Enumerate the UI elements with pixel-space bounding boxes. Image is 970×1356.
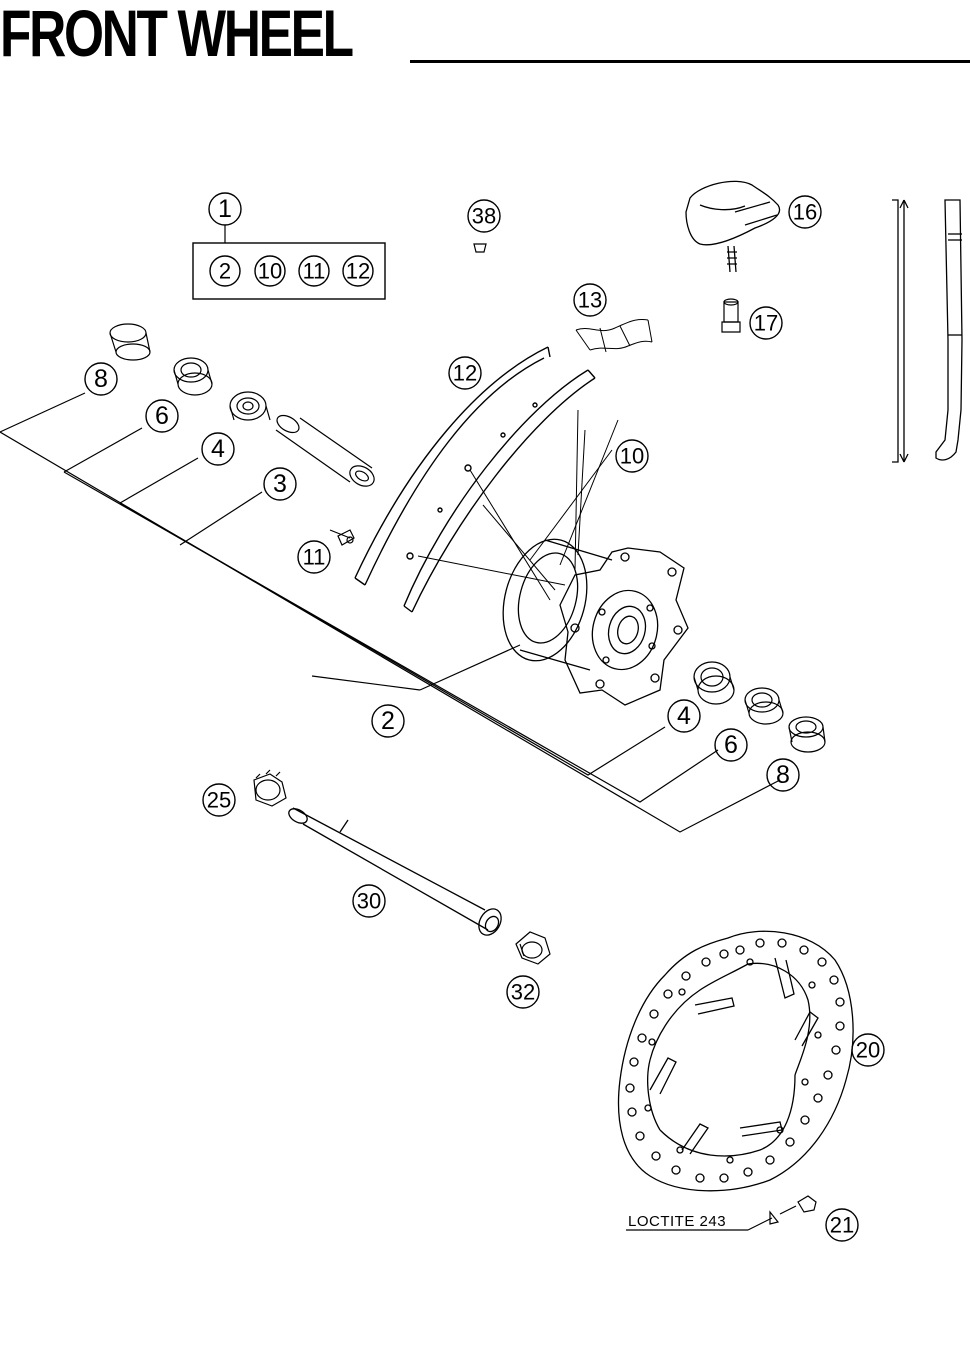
nipple-11: [337, 529, 355, 546]
callout-38: 38: [472, 204, 496, 229]
callout-8-left: 8: [94, 365, 108, 393]
kit-item-11: 11: [303, 259, 326, 284]
callout-12: 12: [453, 361, 477, 386]
callout-6-right: 6: [724, 731, 738, 759]
callout-6-left: 6: [155, 402, 169, 430]
callout-10: 10: [620, 444, 644, 469]
callout-8-right: 8: [776, 761, 790, 789]
callout-1: 1: [218, 195, 232, 223]
callout-16: 16: [793, 200, 817, 225]
callout-25: 25: [207, 788, 231, 813]
brake-disc-20: [617, 930, 854, 1192]
callout-3: 3: [273, 470, 287, 498]
kit-box: [192, 242, 386, 300]
axle-nut-25: [253, 769, 287, 807]
header: FRONT WHEEL: [0, 0, 970, 70]
loctite-note: LOCTITE 243: [628, 1213, 726, 1230]
screw-17: [721, 298, 741, 333]
distance-sleeve-3: [275, 414, 375, 487]
bearing-4-left: [229, 391, 271, 421]
disc-screw-21: [626, 1195, 817, 1231]
callout-4-left: 4: [211, 435, 225, 463]
kit-item-10: 10: [258, 259, 282, 284]
spacer-8-left: [109, 323, 151, 361]
spacer-6-left: [173, 357, 213, 396]
title-rule: [410, 60, 970, 63]
spacer-6-right: [744, 687, 784, 725]
callout-4-right: 4: [677, 702, 691, 730]
axle-nut-32: [515, 931, 551, 965]
callout-32: 32: [511, 980, 535, 1005]
axle-30: [288, 807, 502, 936]
valve-cap-38: [473, 243, 487, 253]
rim-12: [354, 346, 596, 613]
callout-20: 20: [856, 1038, 880, 1063]
leader-lines-left: [0, 225, 781, 833]
callout-17: 17: [754, 311, 778, 336]
page-title: FRONT WHEEL: [0, 0, 354, 70]
kit-item-12: 12: [346, 259, 370, 284]
callout-21: 21: [830, 1213, 854, 1238]
bearing-4-right: [693, 661, 735, 705]
fork-leg: [892, 199, 963, 463]
kit-item-2: 2: [219, 259, 231, 284]
spokes-10: [417, 409, 619, 601]
protector-16: [685, 180, 781, 273]
spacer-8-right: [788, 716, 826, 753]
callout-2: 2: [381, 707, 395, 735]
hub-2: [502, 538, 689, 706]
callout-30: 30: [357, 889, 381, 914]
callout-11: 11: [303, 545, 326, 570]
callout-13: 13: [578, 288, 602, 313]
rim-tape-13: [575, 319, 653, 353]
